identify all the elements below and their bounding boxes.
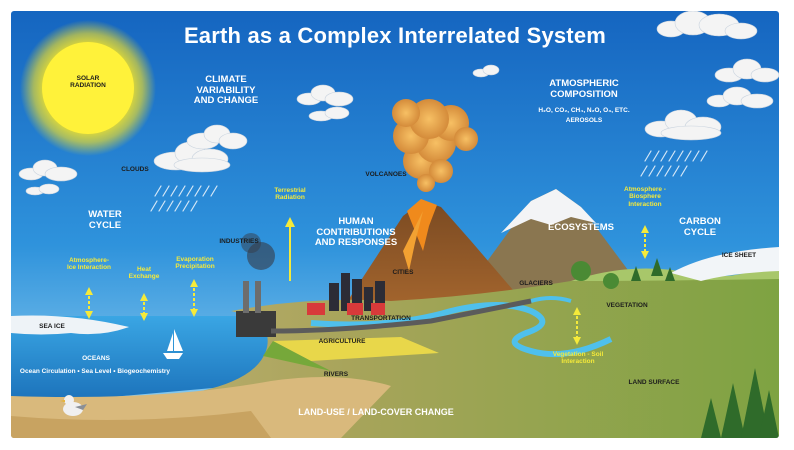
vegetation-soil-arrow: [573, 307, 581, 345]
label-land-use-change: LAND-USE / LAND-COVER CHANGE: [298, 407, 454, 417]
label-sea-ice: SEA ICE: [39, 323, 65, 330]
label-rivers: RIVERS: [323, 371, 349, 378]
agriculture-field: [273, 337, 439, 361]
label-volcanoes: VOLCANOES: [365, 171, 407, 178]
factory-icon: [236, 233, 276, 337]
label-transportation: TRANSPORTATION: [351, 315, 411, 322]
label-cities: CITIES: [392, 269, 414, 276]
label-clouds: CLOUDS: [121, 166, 149, 173]
evaporation-precipitation-arrow: [190, 279, 198, 317]
label-water-cycle: WATER CYCLE: [88, 209, 122, 231]
seagull-icon: [60, 395, 87, 416]
city-icon: [329, 273, 385, 311]
label-atmosphere-ice-interaction: Atmosphere- Ice Interaction: [66, 257, 112, 272]
cloud-icon: [296, 84, 354, 107]
cloud-icon: [186, 124, 248, 150]
atmosphere-biosphere-arrow: [641, 225, 649, 259]
label-oceans: OCEANS: [82, 355, 110, 362]
label-industries: INDUSTRIES: [219, 238, 259, 245]
label-ecosystems: ECOSYSTEMS: [548, 222, 614, 233]
page-title: Earth as a Complex Interrelated System: [183, 23, 607, 48]
label-solar-radiation: SOLAR RADIATION: [70, 75, 106, 90]
label-terrestrial-radiation: Terrestrial Radiation: [274, 187, 306, 202]
atmosphere-ice-arrow: [85, 287, 93, 319]
scene-illustration: [11, 11, 779, 438]
cloud-icon: [25, 183, 60, 196]
label-atmospheric-composition: ATMOSPHERIC COMPOSITION: [549, 78, 619, 100]
label-glaciers: GLACIERS: [519, 280, 553, 287]
label-vegetation-soil: Vegetation - Soil Interaction: [552, 351, 604, 366]
cloud-icon: [714, 58, 779, 83]
label-human-contributions: HUMAN CONTRIBUTIONS AND RESPONSES: [314, 216, 398, 249]
cloud-icon: [706, 86, 774, 109]
cloud-icon: [644, 109, 722, 141]
sailboat-icon: [163, 329, 183, 359]
label-heat-exchange: Heat Exchange: [128, 266, 160, 281]
ocean: [11, 316, 291, 406]
label-carbon-cycle: CARBON CYCLE: [679, 216, 721, 238]
cloud-icon: [472, 64, 500, 78]
label-aerosols: AEROSOLS: [565, 117, 603, 124]
label-ocean-details: Ocean Circulation • Sea Level • Biogeoch…: [19, 368, 171, 375]
heat-exchange-arrow: [140, 293, 148, 321]
cloud-icon: [308, 106, 350, 122]
sea-ice: [11, 315, 129, 335]
label-land-surface: LAND SURFACE: [628, 379, 680, 386]
terrestrial-radiation-arrow: [285, 217, 295, 281]
label-agriculture: AGRICULTURE: [318, 338, 366, 345]
label-ice-sheet: ICE SHEET: [721, 252, 757, 259]
label-vegetation: VEGETATION: [606, 302, 648, 309]
river: [310, 302, 613, 358]
road: [270, 298, 532, 334]
label-atmosphere-biosphere: Atmosphere - Biosphere Interaction: [624, 186, 666, 208]
label-gases: H₂O, CO₂, CH₄, N₂O, O₃, ETC.: [538, 107, 630, 114]
label-climate-variability: CLIMATE VARIABILITY AND CHANGE: [193, 74, 259, 107]
cloud-icon: [656, 11, 758, 40]
label-evaporation-precipitation: Evaporation Precipitation: [175, 256, 215, 271]
cloud-icon: [18, 159, 78, 182]
ice-sheet: [671, 247, 779, 281]
diagram-scene: Earth as a Complex Interrelated System S…: [11, 11, 779, 438]
volcano-icon: [341, 201, 531, 311]
